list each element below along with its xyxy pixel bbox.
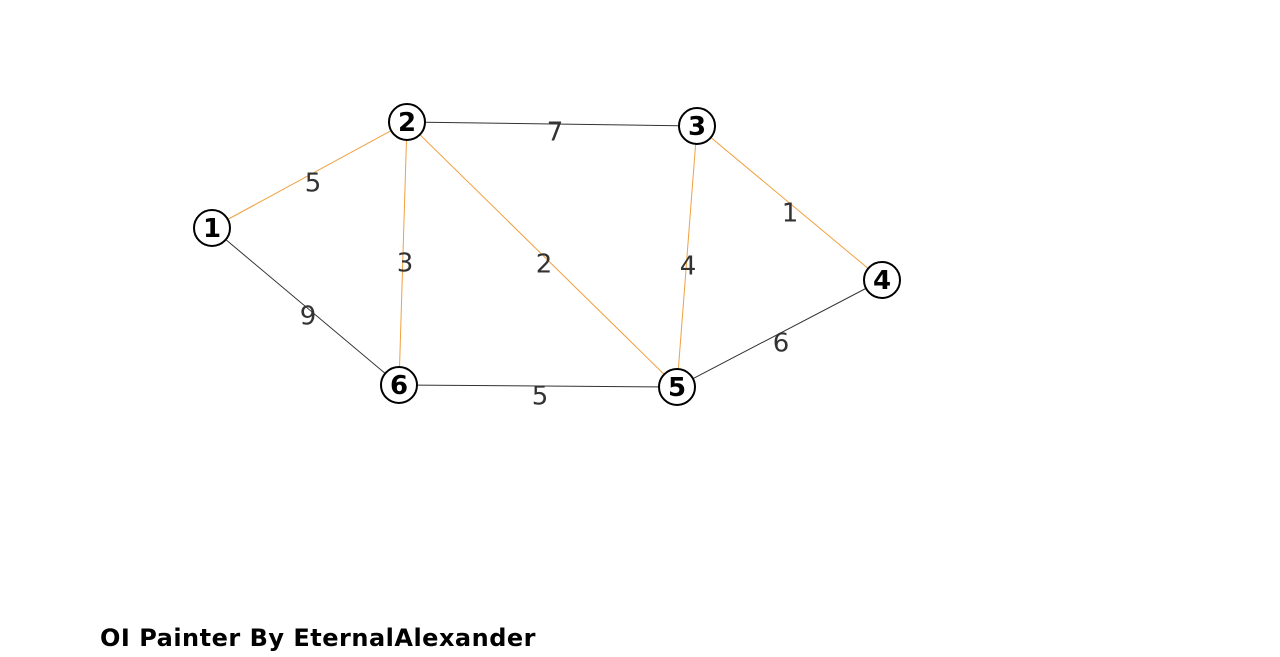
edge-weight-2-6: 3	[397, 249, 414, 279]
node-3: 3	[678, 107, 716, 145]
node-circle-1	[193, 209, 231, 247]
node-4: 4	[863, 261, 901, 299]
node-6: 6	[380, 366, 418, 404]
edge-6-5	[398, 384, 678, 388]
node-circle-6	[380, 366, 418, 404]
edge-2-6	[398, 121, 408, 386]
edge-3-5	[676, 125, 698, 388]
edge-weight-3-4: 1	[782, 199, 799, 229]
node-label-5: 5	[668, 373, 686, 403]
edge-weight-1-2: 5	[305, 169, 322, 199]
node-circle-5	[658, 368, 696, 406]
edge-weight-3-5: 4	[680, 252, 697, 282]
edge-4-5	[676, 279, 883, 388]
node-1: 1	[193, 209, 231, 247]
node-label-4: 4	[873, 266, 891, 296]
node-label-1: 1	[203, 214, 221, 244]
edges-layer	[211, 121, 883, 388]
edge-weights-layer: 5 7 1 9 3 2 4 6 5	[300, 118, 799, 412]
node-circle-2	[388, 103, 426, 141]
node-label-3: 3	[688, 112, 706, 142]
nodes-layer: 1 2 3 4 5 6	[193, 103, 901, 406]
node-label-2: 2	[398, 108, 416, 138]
edge-weight-4-5: 6	[773, 329, 790, 359]
edge-1-2	[211, 121, 408, 229]
node-2: 2	[388, 103, 426, 141]
edge-weight-6-5: 5	[532, 382, 549, 412]
node-circle-4	[863, 261, 901, 299]
edge-weight-2-5: 2	[536, 250, 553, 280]
edge-weight-2-3: 7	[547, 118, 564, 148]
edge-3-4	[696, 125, 883, 281]
credit-text: OI Painter By EternalAlexander	[100, 624, 536, 652]
node-5: 5	[658, 368, 696, 406]
edge-2-3	[406, 121, 698, 127]
node-label-6: 6	[390, 371, 408, 401]
edge-1-6	[211, 227, 400, 386]
edge-2-5	[406, 121, 678, 388]
node-circle-3	[678, 107, 716, 145]
edge-weight-1-6: 9	[300, 302, 317, 332]
